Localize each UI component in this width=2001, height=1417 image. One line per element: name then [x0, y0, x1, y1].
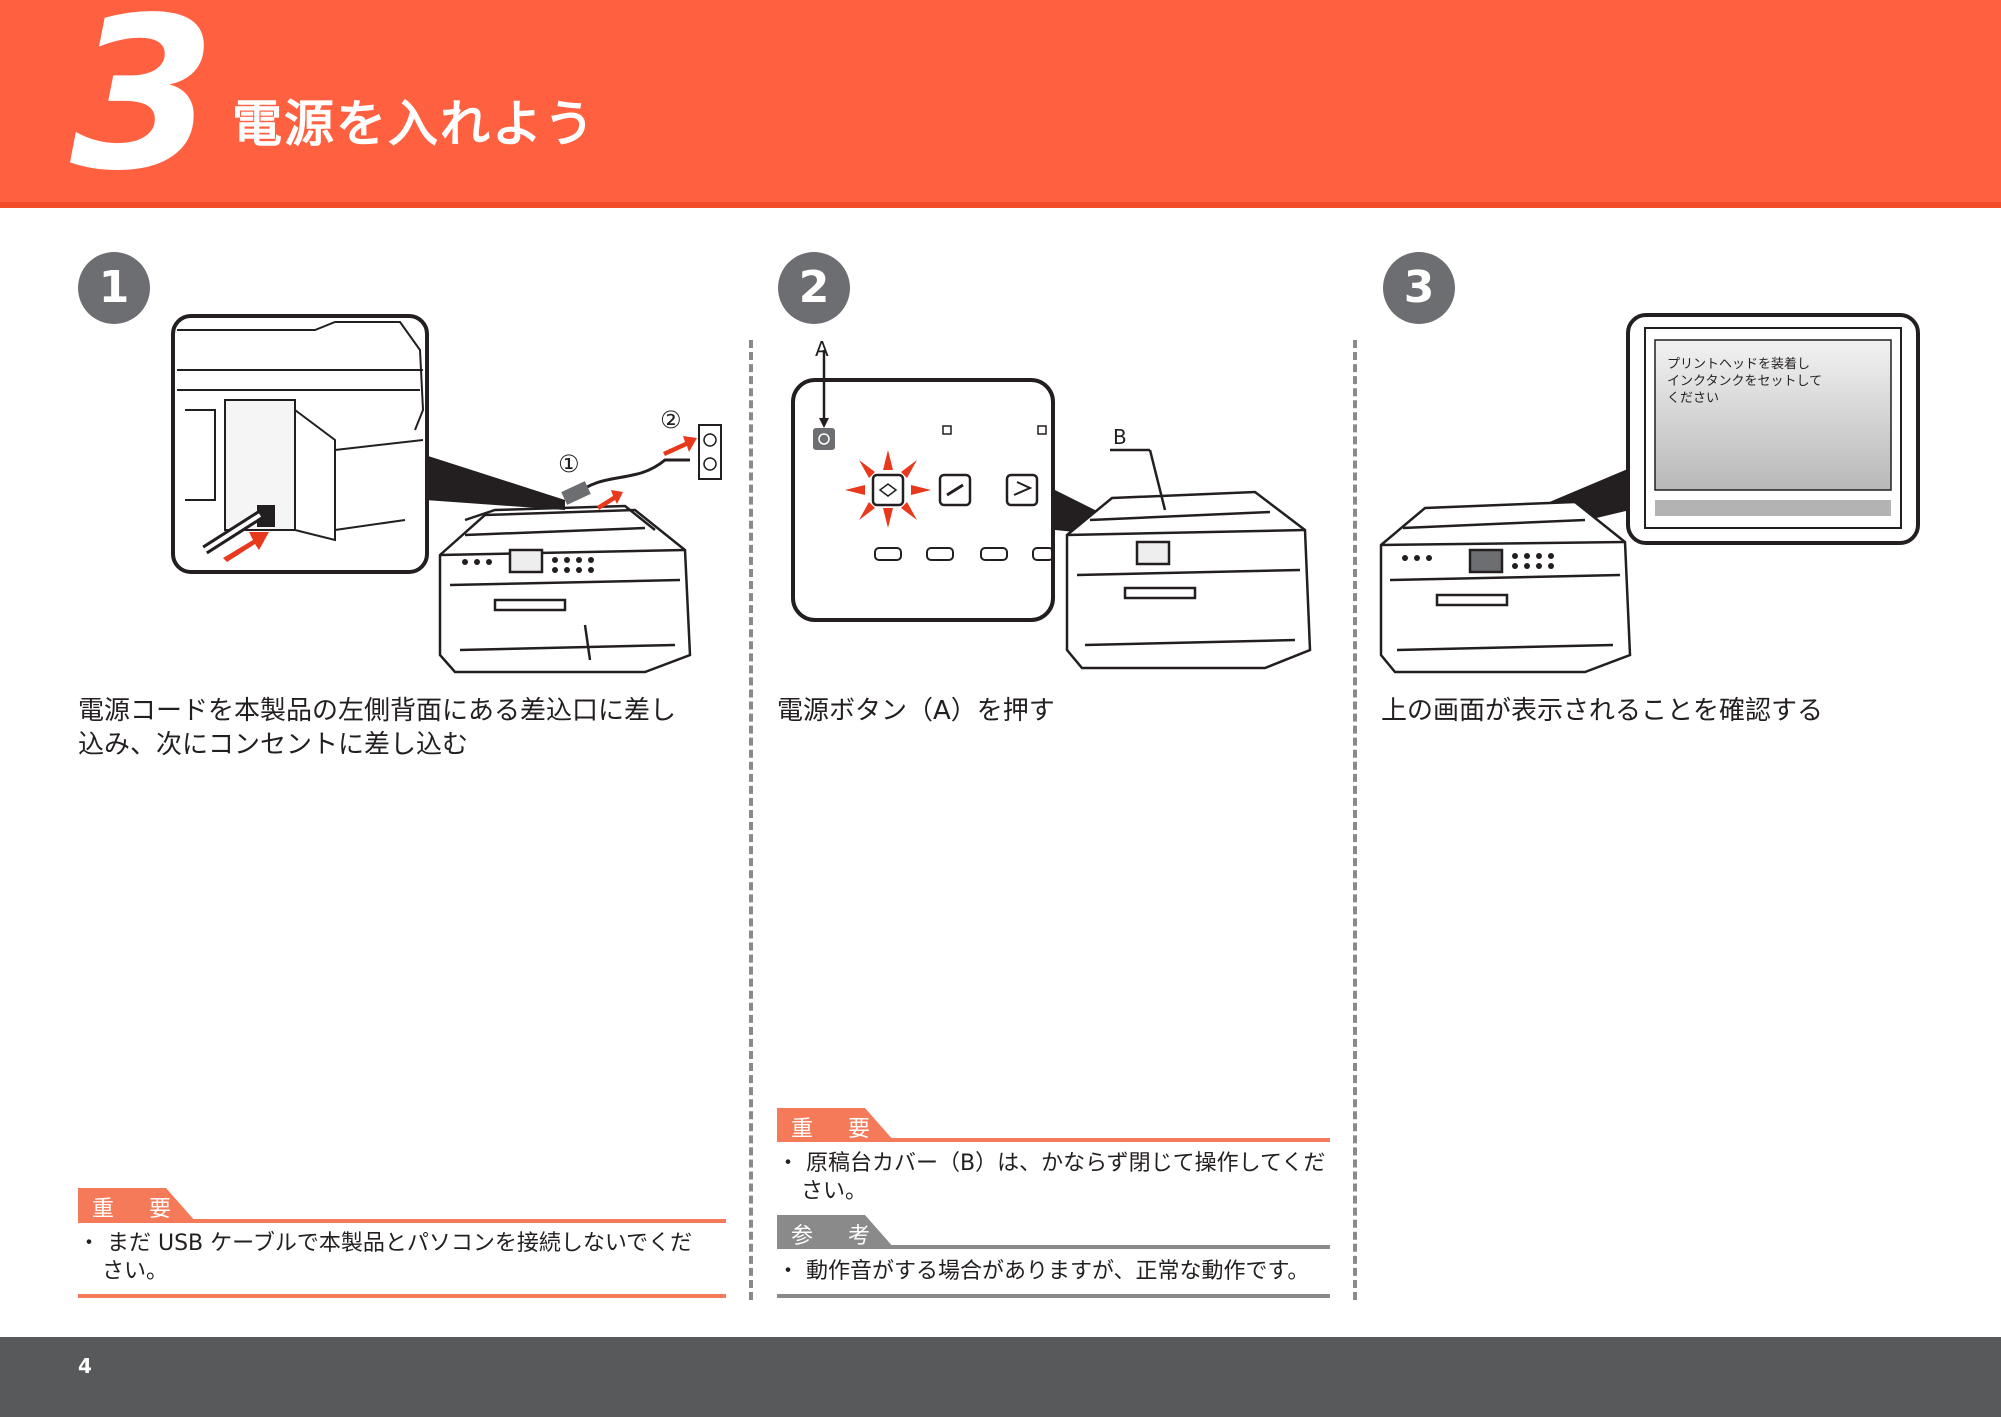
lcd-line-1: プリントヘッドを装着し	[1667, 356, 1810, 372]
step-2-important-tab: 重 要	[777, 1108, 895, 1142]
step-2-important-line-1: ・ 原稿台カバー（B）は、かならず閉じて操作してくだ	[777, 1151, 1326, 1176]
step-2-reference-label: 参 考	[791, 1224, 884, 1249]
callout-1: ①	[558, 450, 580, 478]
step-2-circle: 2	[778, 252, 850, 324]
header-rule	[0, 202, 2001, 208]
step-3-illustration: プリントヘッドを装着し インクタンクをセットして ください	[1379, 313, 1920, 674]
step-2-important-text: ・ 原稿台カバー（B）は、かならず閉じて操作してくだ さい。	[777, 1150, 1332, 1206]
step-1-important-line-2: さい。	[102, 1259, 169, 1284]
label-a: A	[815, 337, 829, 361]
step-2-reference-rule-bottom	[777, 1294, 1330, 1298]
step-1-important-label: 重 要	[92, 1197, 185, 1222]
header-bar	[0, 0, 2001, 208]
footer-bar	[0, 1337, 2001, 1417]
page-title: 電源を入れよう	[232, 95, 596, 153]
step-1-important-tab: 重 要	[78, 1188, 196, 1222]
label-b: B	[1113, 425, 1127, 449]
step-2-reference-rule-top	[777, 1245, 1330, 1249]
step-1-instruction-line-1: 電源コードを本製品の左側背面にある差込口に差し	[78, 696, 677, 726]
step-3-instruction: 上の画面が表示されることを確認する	[1381, 696, 1824, 726]
lcd-line-3: ください	[1667, 391, 1719, 406]
step-2-important-label: 重 要	[791, 1117, 884, 1142]
step-2-reference-text: ・ 動作音がする場合がありますが、正常な動作です。	[777, 1258, 1332, 1286]
callout-2: ②	[660, 406, 682, 434]
step-2-illustration: A B	[791, 337, 1312, 670]
column-divider-2	[1353, 340, 1357, 1300]
step-1-important-rule-top	[78, 1219, 726, 1223]
page-number: 4	[78, 1354, 92, 1378]
step-1-circle: 1	[78, 252, 150, 324]
step-1-important-line-1: ・ まだ USB ケーブルで本製品とパソコンを接続しないでくだ	[78, 1231, 693, 1256]
step-1-instruction-line-2: 込み、次にコンセントに差し込む	[78, 730, 469, 760]
column-divider-1	[749, 340, 753, 1300]
step-2-reference-line-1: ・ 動作音がする場合がありますが、正常な動作です。	[777, 1259, 1310, 1284]
step-3-circle: 3	[1383, 252, 1455, 324]
step-1-illustration: ① ②	[171, 314, 722, 674]
step-number: 3	[70, 0, 216, 217]
step-2-important-line-2: さい。	[801, 1179, 868, 1204]
step-2-reference-tab: 参 考	[777, 1215, 895, 1249]
step-2-instruction: 電源ボタン（A）を押す	[777, 696, 1055, 726]
step-1-important-text: ・ まだ USB ケーブルで本製品とパソコンを接続しないでくだ さい。	[78, 1230, 728, 1286]
step-2-important-rule	[777, 1138, 1330, 1142]
step-1-instruction: 電源コードを本製品の左側背面にある差込口に差し 込み、次にコンセントに差し込む	[78, 694, 718, 762]
lcd-line-2: インクタンクをセットして	[1667, 374, 1822, 389]
step-1-important-rule-bottom	[78, 1294, 726, 1298]
